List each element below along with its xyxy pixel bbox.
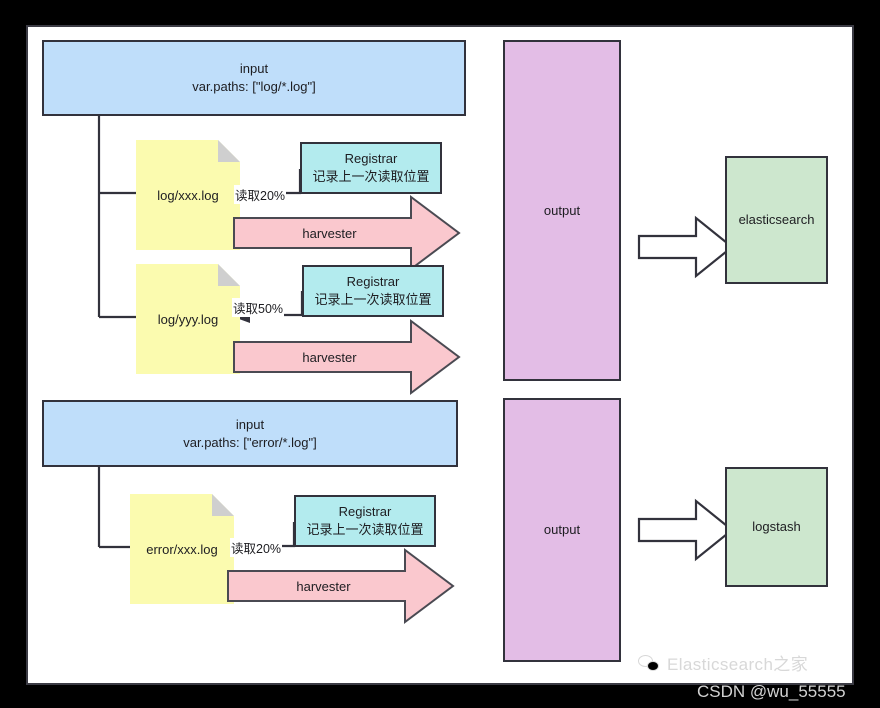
input-box-1-text: input var.paths: ["log/*.log"] xyxy=(192,60,315,95)
output-to-sink-arrow-2-shape xyxy=(637,498,734,562)
watermark-brand-text: Elasticsearch之家 xyxy=(667,655,809,674)
output-to-sink-arrow-1 xyxy=(637,215,734,279)
sink-box-logstash-label: logstash xyxy=(752,519,801,535)
harvester-arrow-1[interactable]: harvester xyxy=(233,195,461,271)
diagram-canvas: input var.paths: ["log/*.log"] log/xxx.l… xyxy=(26,25,854,685)
log-file-1-label: log/xxx.log xyxy=(157,188,219,203)
harvester-arrow-1-label: harvester xyxy=(302,225,357,241)
harvester-arrow-1-shape xyxy=(233,195,461,271)
registrar-box-2-desc: 记录上一次读取位置 xyxy=(314,292,432,307)
output-box-1-label: output xyxy=(543,202,581,218)
harvester-arrow-3[interactable]: harvester xyxy=(227,548,455,624)
input-box-2-line2: var.paths: ["error/*.log"] xyxy=(183,434,317,450)
registrar-box-3[interactable]: Registrar 记录上一次读取位置 xyxy=(294,495,436,547)
sink-box-elasticsearch-label: elasticsearch xyxy=(738,212,815,228)
log-file-1[interactable]: log/xxx.log xyxy=(136,140,240,250)
registrar-box-1-title: Registrar xyxy=(344,151,398,167)
input-box-1-line2: var.paths: ["log/*.log"] xyxy=(192,79,316,94)
output-box-2-label: output xyxy=(543,522,581,538)
log-file-2[interactable]: log/yyy.log xyxy=(136,264,240,374)
input-box-2-line1: input xyxy=(235,416,265,432)
registrar-box-1-text: Registrar 记录上一次读取位置 xyxy=(312,150,429,185)
input-box-1[interactable]: input var.paths: ["log/*.log"] xyxy=(42,40,466,116)
watermark-credit: CSDN @wu_55555 xyxy=(697,682,846,701)
log-file-3[interactable]: error/xxx.log xyxy=(130,494,234,604)
output-to-sink-arrow-1-shape xyxy=(637,215,734,279)
output-box-2[interactable]: output xyxy=(503,398,621,662)
watermark-brand: Elasticsearch之家 xyxy=(638,650,808,675)
harvester-arrow-3-shape xyxy=(227,548,455,624)
registrar-box-3-text: Registrar 记录上一次读取位置 xyxy=(306,503,423,538)
sink-box-logstash[interactable]: logstash xyxy=(725,467,828,587)
read-progress-label-3: 读取20% xyxy=(230,538,283,557)
registrar-box-2-text: Registrar 记录上一次读取位置 xyxy=(314,273,431,308)
input-box-2[interactable]: input var.paths: ["error/*.log"] xyxy=(42,400,458,467)
read-progress-label-2: 读取50% xyxy=(232,298,285,317)
page-fold-icon xyxy=(218,140,240,162)
registrar-box-1[interactable]: Registrar 记录上一次读取位置 xyxy=(300,142,442,194)
output-box-1[interactable]: output xyxy=(503,40,621,381)
input-box-2-text: input var.paths: ["error/*.log"] xyxy=(183,416,317,451)
read-progress-label-1: 读取20% xyxy=(234,185,287,204)
harvester-arrow-3-label: harvester xyxy=(296,578,351,594)
registrar-box-1-desc: 记录上一次读取位置 xyxy=(312,169,430,184)
sink-box-elasticsearch[interactable]: elasticsearch xyxy=(725,156,828,284)
page-fold-icon xyxy=(212,494,234,516)
registrar-box-3-title: Registrar xyxy=(338,504,392,520)
registrar-box-2-title: Registrar xyxy=(346,274,400,290)
registrar-box-3-desc: 记录上一次读取位置 xyxy=(306,522,424,537)
harvester-arrow-2-label: harvester xyxy=(302,349,357,365)
output-to-sink-arrow-2 xyxy=(637,498,734,562)
harvester-arrow-2-shape xyxy=(233,319,461,395)
input-box-1-line1: input xyxy=(239,61,269,77)
wechat-icon xyxy=(638,654,660,672)
page-fold-icon xyxy=(218,264,240,286)
registrar-box-2[interactable]: Registrar 记录上一次读取位置 xyxy=(302,265,444,317)
log-file-3-label: error/xxx.log xyxy=(146,542,218,557)
harvester-arrow-2[interactable]: harvester xyxy=(233,319,461,395)
log-file-2-label: log/yyy.log xyxy=(157,312,219,327)
diagram-stage: input var.paths: ["log/*.log"] log/xxx.l… xyxy=(28,27,856,687)
